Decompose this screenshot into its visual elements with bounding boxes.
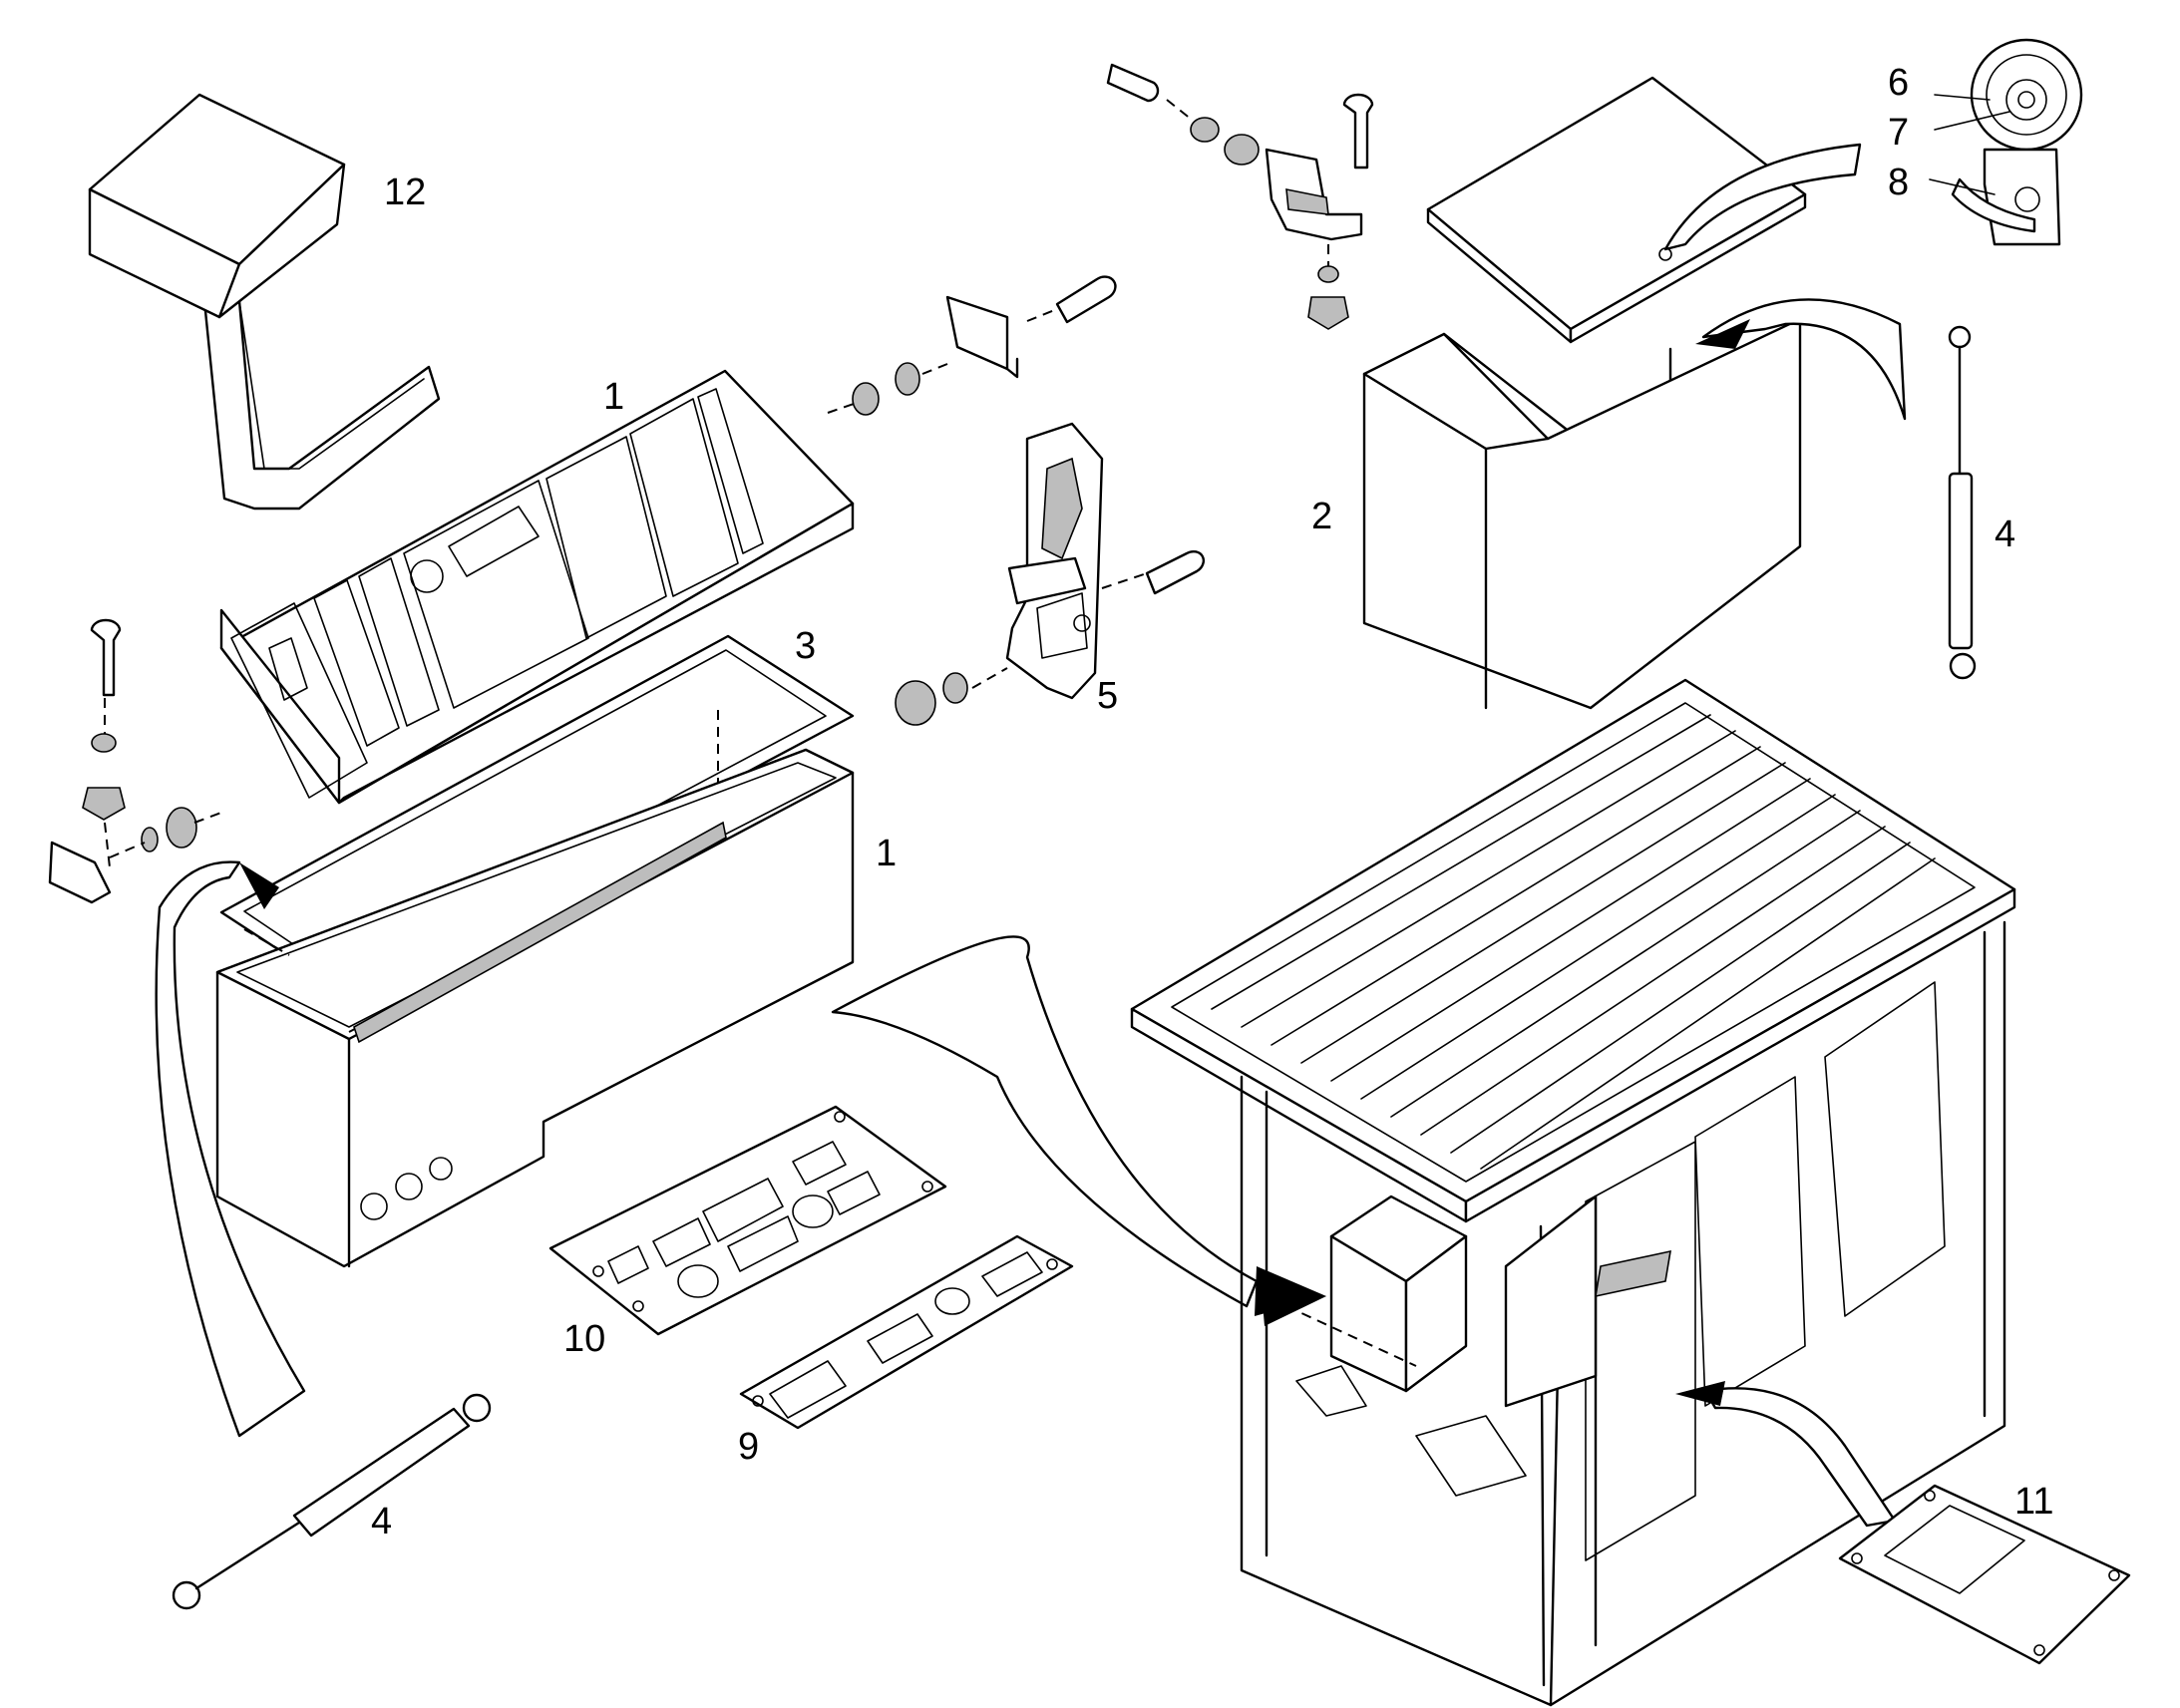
callout-8: 8 — [1888, 162, 1909, 203]
cab-assembly — [1130, 678, 2016, 1707]
callout-9: 9 — [738, 1426, 759, 1468]
callout-10: 10 — [563, 1318, 605, 1360]
part-4-gas-strut-right — [1948, 325, 1977, 680]
callout-2: 2 — [1311, 496, 1332, 537]
callout-4-right: 4 — [1995, 513, 2015, 555]
callout-1-side: 1 — [876, 833, 897, 874]
left-fastener-stack — [48, 618, 222, 904]
part-5-latch — [895, 422, 1206, 726]
top-hinge-assembly — [1106, 63, 1374, 330]
hinge-bracket-middle — [827, 275, 1117, 416]
roof-slats — [1211, 714, 1936, 1170]
part-4-gas-strut-bottom — [172, 1393, 492, 1610]
callout-6: 6 — [1888, 62, 1909, 104]
callout-4-bottom: 4 — [371, 1501, 392, 1542]
sweep-arrow-left — [155, 860, 306, 1438]
callout-1-top: 1 — [603, 376, 624, 418]
console-hinge-strip — [353, 821, 727, 1044]
part-1-console-top — [219, 369, 855, 805]
part-12-armrest — [88, 93, 441, 511]
part-10-panel — [548, 1105, 947, 1336]
callout-3: 3 — [795, 625, 816, 667]
callout-11: 11 — [2014, 1481, 2053, 1523]
callout-12: 12 — [384, 171, 426, 213]
callout-7: 7 — [1888, 112, 1909, 154]
part-11-plate — [1675, 1381, 2131, 1665]
part-1-console-body — [215, 748, 855, 1268]
switch-detail — [1929, 38, 2083, 246]
callout-5: 5 — [1097, 675, 1118, 717]
part-2-box — [1362, 298, 1907, 710]
cover-lid — [1426, 76, 1862, 411]
part-9-panel — [739, 1234, 1074, 1430]
